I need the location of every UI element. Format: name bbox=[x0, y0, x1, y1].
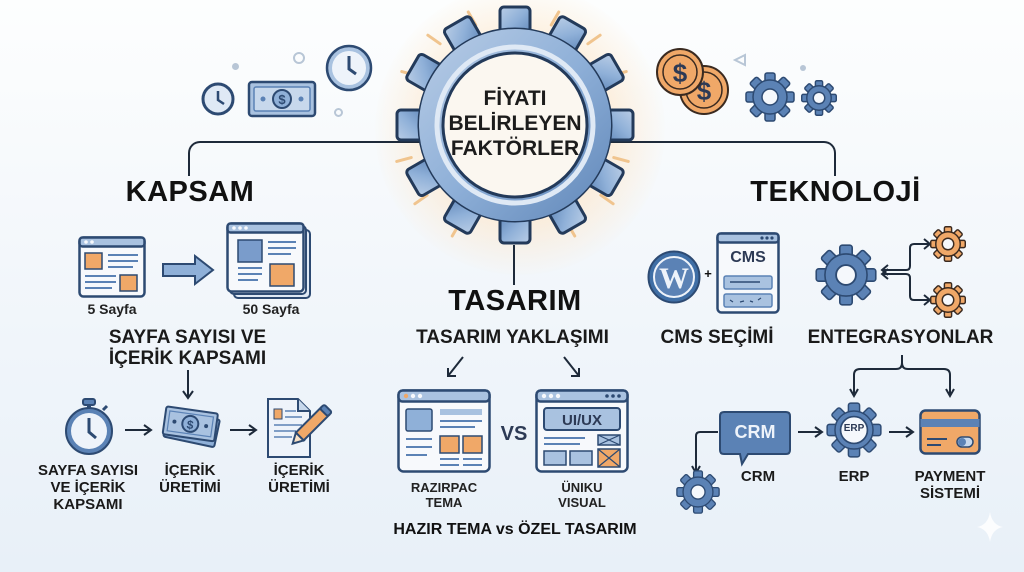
crm-chat-bubble-icon bbox=[719, 411, 791, 467]
tasarim-footer: HAZIR TEMA vs ÖZEL TASARIM bbox=[393, 521, 637, 538]
flow-label-1: SAYFA SAYISI VE İÇERİK KAPSAMI bbox=[37, 462, 139, 513]
svg-text:$: $ bbox=[186, 417, 195, 432]
arrow-right-icon bbox=[125, 424, 153, 436]
wordpress-icon: W bbox=[647, 250, 701, 304]
connector-teknoloji bbox=[600, 141, 836, 176]
erp-gear-icon bbox=[826, 402, 882, 458]
svg-text:$: $ bbox=[673, 58, 688, 88]
custom-design-website-icon bbox=[535, 389, 629, 473]
integrations-bracket bbox=[849, 355, 955, 399]
arrow-down-left-icon bbox=[447, 356, 464, 377]
arrow-right-icon bbox=[889, 426, 915, 438]
connector-kapsam bbox=[188, 141, 428, 176]
gear-small-icon bbox=[800, 80, 838, 116]
decor-ring bbox=[293, 52, 305, 64]
integrations-label: ENTEGRASYONLAR bbox=[807, 327, 994, 348]
svg-text:W: W bbox=[659, 262, 689, 295]
small-website-icon bbox=[78, 236, 146, 298]
clock-small-icon bbox=[201, 82, 235, 116]
custom-label: ÜNIKU VISUAL bbox=[558, 480, 606, 510]
orange-gear-icon bbox=[929, 226, 967, 262]
template-website-icon bbox=[397, 389, 491, 473]
large-website-icon bbox=[226, 222, 311, 299]
erp-badge: ERP bbox=[843, 423, 865, 434]
clock-large-icon bbox=[325, 44, 373, 92]
flow-label-3: İÇERİK ÜRETİMİ bbox=[268, 462, 330, 496]
sparkle-icon bbox=[977, 512, 1003, 542]
connector-tasarim bbox=[513, 245, 515, 285]
template-label: RAZIRPAC TEMA bbox=[410, 480, 478, 510]
label-50-sayfa: 50 Sayfa bbox=[242, 301, 300, 317]
arrow-right-icon bbox=[798, 426, 824, 438]
ui-ux-banner: UI/UX bbox=[561, 412, 602, 429]
decor-ring bbox=[334, 108, 343, 117]
gear-icon bbox=[745, 72, 795, 122]
plus-sign: + bbox=[704, 266, 712, 281]
crm-badge: CRM bbox=[734, 422, 776, 442]
section-title-teknoloji: TEKNOLOJİ bbox=[750, 176, 921, 208]
document-pencil-icon bbox=[267, 398, 333, 458]
section-title-tasarim: TASARIM bbox=[448, 285, 582, 317]
vs-label: VS bbox=[500, 423, 528, 445]
erp-label: ERP bbox=[838, 468, 870, 485]
tasarim-subtitle: TASARIM YAKLAŞIMI bbox=[416, 327, 609, 348]
label-5-sayfa: 5 Sayfa bbox=[87, 301, 137, 317]
section-title-kapsam: KAPSAM bbox=[125, 176, 255, 208]
banknote-icon: $ bbox=[247, 80, 317, 118]
arrow-down-icon bbox=[182, 370, 194, 400]
coins-icon: $ $ bbox=[656, 48, 729, 115]
center-title: FİYATI BELİRLEYEN FAKTÖRLER bbox=[448, 87, 582, 160]
decor-dot bbox=[232, 63, 239, 70]
flow-label-2: İÇERİK ÜRETİMİ bbox=[159, 462, 221, 496]
kapsam-subtitle: SAYFA SAYISI VE İÇERİK KAPSAMI bbox=[108, 327, 267, 369]
arrow-right-icon bbox=[230, 424, 258, 436]
svg-text:$: $ bbox=[278, 92, 286, 107]
cms-selection-label: CMS SEÇİMİ bbox=[660, 327, 774, 348]
payment-label: PAYMENT SİSTEMİ bbox=[914, 468, 986, 502]
crm-label: CRM bbox=[740, 468, 776, 485]
orange-gear-icon bbox=[929, 282, 967, 318]
arrow-right-icon bbox=[162, 253, 215, 287]
cms-box-title: CMS bbox=[730, 249, 766, 266]
central-gear-icon bbox=[395, 5, 635, 245]
money-stack-icon: $ bbox=[161, 405, 221, 448]
crm-gear-icon bbox=[676, 470, 720, 514]
credit-card-icon bbox=[919, 409, 981, 455]
stopwatch-icon bbox=[65, 398, 113, 455]
cms-window-icon bbox=[716, 232, 780, 314]
integration-branch-arrows bbox=[880, 238, 932, 306]
decor-dot bbox=[800, 65, 806, 71]
integration-gear-icon bbox=[815, 244, 877, 306]
decor-triangle bbox=[732, 53, 746, 67]
arrow-down-right-icon bbox=[563, 356, 580, 377]
